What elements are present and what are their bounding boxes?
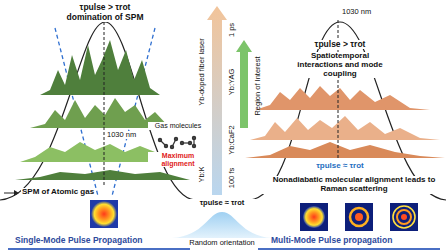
axis-label: Yb:YAG [228,68,236,97]
annotation-text: Multi-Mode Pulse propagation [270,236,393,245]
annotation-text: Nonadiabatic molecular alignment leads t… [262,176,446,194]
annotation-text: Single-Mode Pulse Propagation [14,236,144,245]
axis-label: Yb-doped fiber laser [198,37,206,107]
annotation-text: τpulse ≈ τrot [290,162,390,171]
annotation-text: τpulse > τrot [50,3,160,12]
annotation-text: τpulse ≈ τrot [186,199,258,207]
annotation-text: Spatiotemporal interactions and mode cou… [290,52,390,78]
annotation-text: Random orientation [180,239,264,247]
annotation-text: domination of SPM [50,13,160,22]
axis-label: 1 ps [228,22,236,38]
annotation-text: τpulse > τrot [290,40,390,49]
annotation-text: SPM of Atomic gas [21,188,95,197]
axis-label: Yb:CaF2 [228,124,236,156]
axis-label: 100 fs [228,167,236,189]
annotation-text: 1030 nm [106,131,137,139]
annotation-text: Gas molecules [148,122,208,130]
annotation-text: Maximum alignment [148,152,208,167]
annotation-text: 1030 nm [341,8,372,16]
axis-label: Region of Interest [254,55,262,116]
